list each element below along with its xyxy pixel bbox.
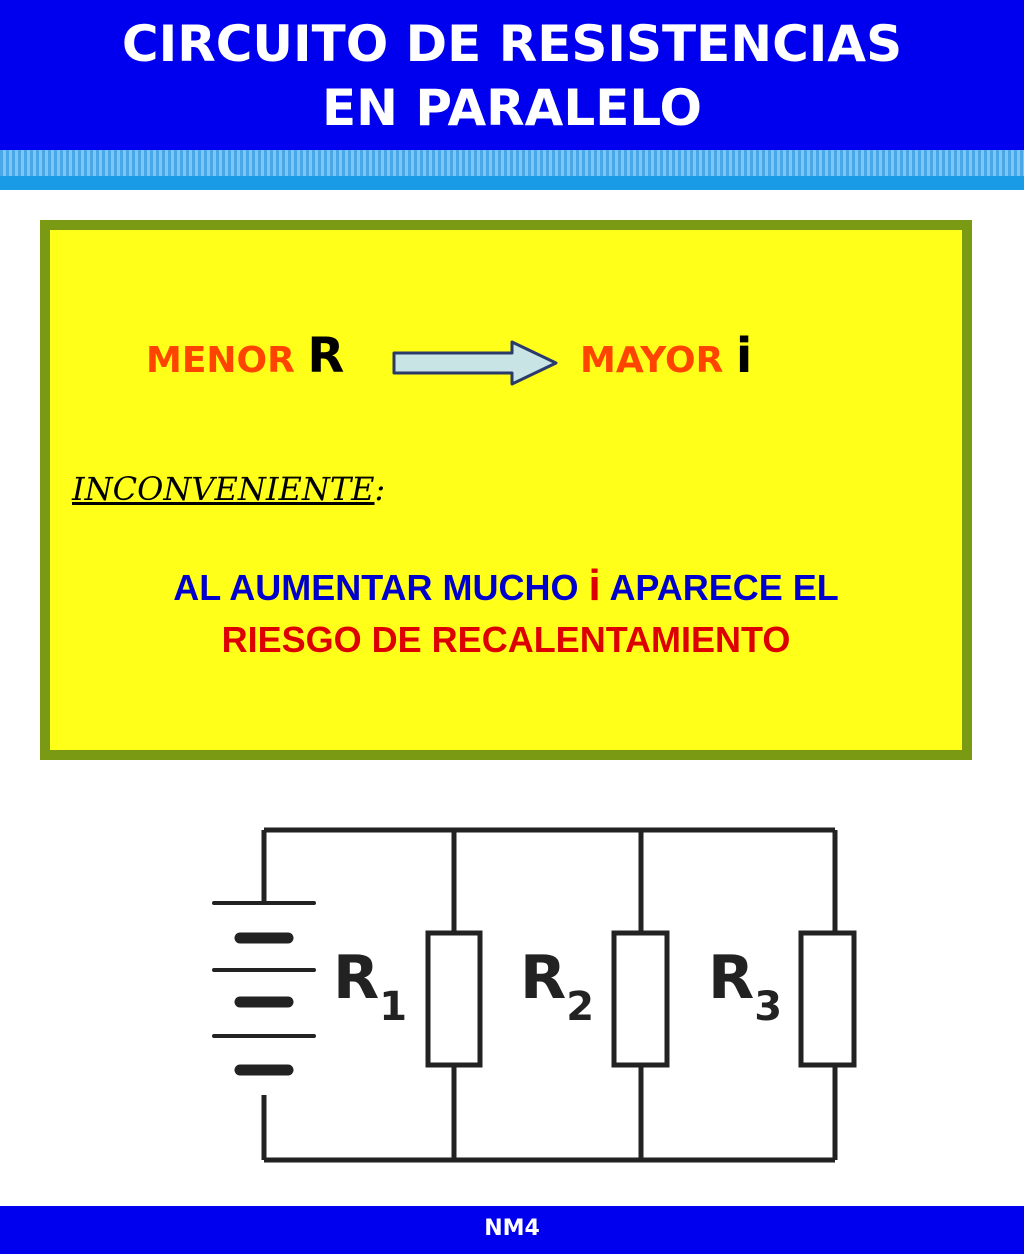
warning-line-1: AL AUMENTAR MUCHO i APARECE EL xyxy=(50,560,962,614)
menor-label: MENOR xyxy=(146,340,295,381)
warning-line-2: RIESGO DE RECALENTAMIENTO xyxy=(221,619,791,660)
inconveniente-colon: : xyxy=(374,470,386,508)
info-box: MENOR R MAYOR i INCONVENIENTE: AL AUMENT… xyxy=(40,220,972,760)
resistor-1-label: R1 xyxy=(333,943,407,1030)
resistor-1 xyxy=(425,930,483,1068)
resistor-1-letter: R xyxy=(333,943,379,1013)
footer-label: NM4 xyxy=(484,1216,540,1241)
title-banner: CIRCUITO DE RESISTENCIAS EN PARALELO xyxy=(0,0,1024,150)
inconveniente-label: INCONVENIENTE xyxy=(72,470,375,508)
resistor-3 xyxy=(798,930,857,1068)
title-line-1: CIRCUITO DE RESISTENCIAS xyxy=(121,15,903,73)
menor-r-statement: MENOR R xyxy=(146,328,344,384)
warning-current-symbol: i xyxy=(588,561,601,610)
decorative-stripe-base xyxy=(0,176,1024,190)
warning-part-2: APARECE EL xyxy=(609,567,839,608)
resistor-2-label: R2 xyxy=(520,943,594,1030)
inconveniente-heading: INCONVENIENTE: xyxy=(72,470,385,508)
resistor-3-index: 3 xyxy=(754,984,782,1030)
resistor-3-label: R3 xyxy=(708,943,782,1030)
current-symbol: i xyxy=(735,328,753,384)
mayor-label: MAYOR xyxy=(580,340,724,381)
mayor-i-statement: MAYOR i xyxy=(580,328,752,384)
resistor-2 xyxy=(611,930,670,1068)
resistor-2-letter: R xyxy=(520,943,566,1013)
warning-part-1: AL AUMENTAR MUCHO xyxy=(173,567,579,608)
title-line-2: EN PARALELO xyxy=(322,79,702,137)
resistor-2-index: 2 xyxy=(566,984,594,1030)
footer-bar xyxy=(0,1206,1024,1254)
resistor-1-index: 1 xyxy=(379,984,407,1030)
warning-text: AL AUMENTAR MUCHO i APARECE EL RIESGO DE… xyxy=(50,560,962,666)
resistor-3-letter: R xyxy=(708,943,754,1013)
parallel-circuit-diagram: R1 R2 R3 xyxy=(212,827,857,1163)
arrow-right-icon xyxy=(392,340,558,386)
resistance-symbol: R xyxy=(307,328,345,384)
